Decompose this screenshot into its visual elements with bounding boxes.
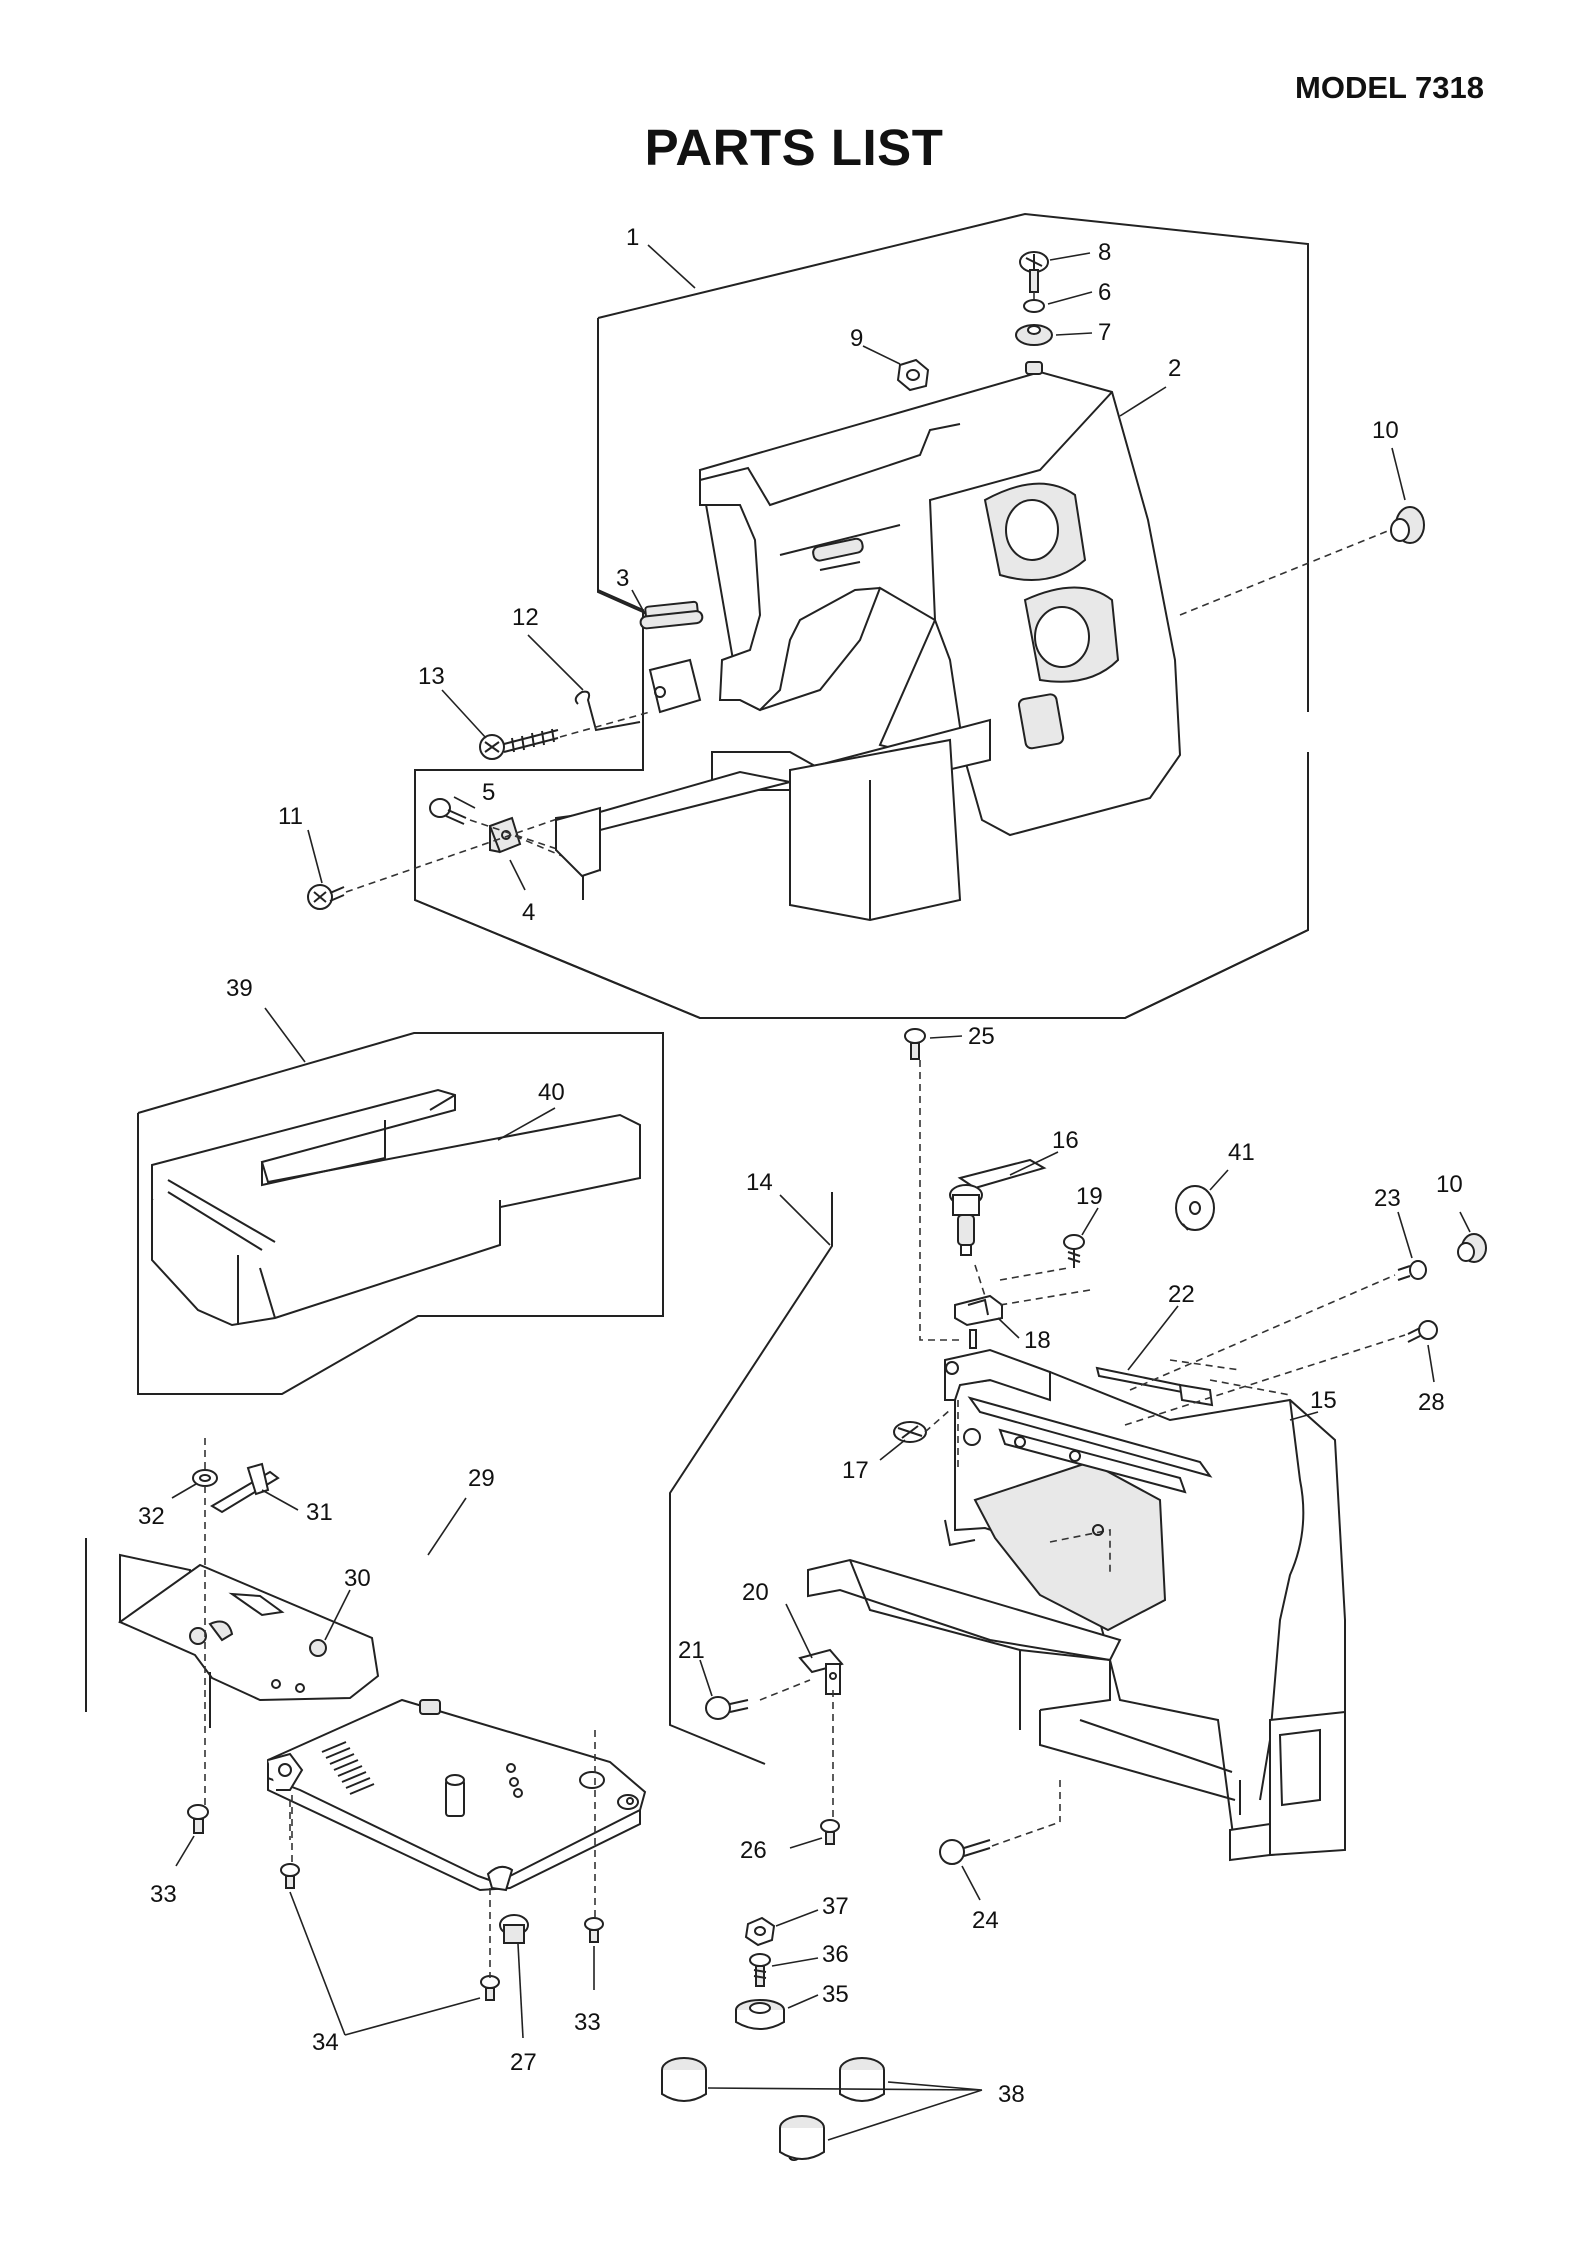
screw-33-right (584, 1917, 604, 1943)
screw-11 (307, 884, 345, 910)
callout-37: 37 (822, 1893, 849, 1920)
front-cover-group (414, 212, 1309, 1019)
group-29-callouts: 29 31 32 30 33 33 34 27 (138, 1465, 601, 2076)
rubber-foot-38-b (839, 2057, 885, 2102)
screw-5 (429, 798, 467, 825)
callout-14: 14 (746, 1169, 773, 1196)
callout-6: 6 (1098, 279, 1111, 306)
screw-24 (939, 1839, 991, 1865)
washer-6 (1023, 299, 1045, 313)
callout-34: 34 (312, 2029, 339, 2056)
screw-25 (904, 1028, 926, 1060)
feet-parts: 37 36 35 38 (661, 1893, 1025, 2160)
group-1-hardware (307, 251, 1425, 910)
callout-17: 17 (842, 1457, 869, 1484)
callout-33-left: 33 (150, 1881, 177, 1908)
group-14-hardware (705, 1028, 1487, 1865)
callout-5: 5 (482, 779, 495, 806)
callout-2: 2 (1168, 355, 1181, 382)
foot-35 (735, 1999, 785, 2030)
plate-18 (954, 1294, 1003, 1327)
callout-1: 1 (626, 224, 639, 251)
callout-39: 39 (226, 975, 253, 1002)
screw-36 (749, 1953, 771, 1987)
callout-7: 7 (1098, 319, 1111, 346)
callout-23: 23 (1374, 1185, 1401, 1212)
callout-31: 31 (306, 1499, 333, 1526)
callout-20: 20 (742, 1579, 769, 1606)
callout-4: 4 (522, 899, 535, 926)
callout-40: 40 (538, 1079, 565, 1106)
foot-27 (499, 1914, 529, 1944)
washer-32 (192, 1469, 218, 1487)
callout-15: 15 (1310, 1387, 1337, 1414)
screw-19 (1063, 1234, 1085, 1268)
group-1-callouts: 1 2 3 12 13 11 5 4 9 8 6 7 10 (278, 224, 1406, 926)
bottom-cover-group (85, 1438, 647, 2001)
accessory-box-group: 39 40 (137, 975, 664, 1395)
callout-12: 12 (512, 604, 539, 631)
dial-disc-41 (1175, 1185, 1215, 1231)
callout-38: 38 (998, 2081, 1025, 2108)
callout-35: 35 (822, 1981, 849, 2008)
callout-36: 36 (822, 1941, 849, 1968)
screw-34-right (480, 1975, 500, 2001)
screw-8 (1019, 251, 1049, 293)
bracket-4 (488, 816, 522, 854)
callout-41: 41 (1228, 1139, 1255, 1166)
rear-cover-group (669, 1192, 1346, 1862)
spring-12 (574, 690, 641, 732)
group-14-callouts: 25 14 16 19 41 23 10 22 18 15 28 17 20 2… (678, 1023, 1471, 1934)
screw-23 (1397, 1260, 1427, 1281)
callout-8: 8 (1098, 239, 1111, 266)
callout-10-lower: 10 (1436, 1171, 1463, 1198)
nut-9 (896, 358, 930, 392)
callout-24: 24 (972, 1907, 999, 1934)
page-title: PARTS LIST (644, 119, 944, 176)
screw-21 (705, 1696, 749, 1720)
callout-26: 26 (740, 1837, 767, 1864)
rubber-foot-38-c (779, 2115, 825, 2160)
callout-25: 25 (968, 1023, 995, 1050)
shaft-22 (1095, 1366, 1184, 1394)
callout-13: 13 (418, 663, 445, 690)
screw-33-left (187, 1804, 209, 1834)
bracket-20 (798, 1648, 844, 1695)
screw-26 (820, 1819, 840, 1845)
lever-31 (210, 1462, 280, 1514)
screw-28 (1407, 1320, 1438, 1343)
callout-3: 3 (616, 565, 629, 592)
callout-21: 21 (678, 1637, 705, 1664)
group-39-bracket (137, 1032, 664, 1395)
screw-13 (479, 728, 559, 760)
callout-27: 27 (510, 2049, 537, 2076)
nut-37 (744, 1916, 776, 1947)
rubber-foot-38-a (661, 2057, 707, 2102)
callout-32: 32 (138, 1503, 165, 1530)
cap-10-lower (1457, 1233, 1487, 1263)
callout-33-right: 33 (574, 2009, 601, 2036)
callout-28: 28 (1418, 1389, 1445, 1416)
callout-19: 19 (1076, 1183, 1103, 1210)
callout-30: 30 (344, 1565, 371, 1592)
spring-washer-17 (893, 1421, 927, 1443)
callout-18: 18 (1024, 1327, 1051, 1354)
callout-11: 11 (278, 803, 303, 830)
callout-22: 22 (1168, 1281, 1195, 1308)
callout-9: 9 (850, 325, 863, 352)
screw-34-left (280, 1863, 300, 1889)
cushion-strip-3 (639, 610, 704, 630)
callout-29: 29 (468, 1465, 495, 1492)
callout-16: 16 (1052, 1127, 1079, 1154)
cushion-7 (1015, 324, 1053, 346)
cap-10 (1390, 506, 1425, 544)
callout-10-upper: 10 (1372, 417, 1399, 444)
model-label: MODEL 7318 (1295, 70, 1484, 105)
group-14-bracket (669, 1192, 833, 1765)
lever-16 (949, 1158, 1047, 1256)
